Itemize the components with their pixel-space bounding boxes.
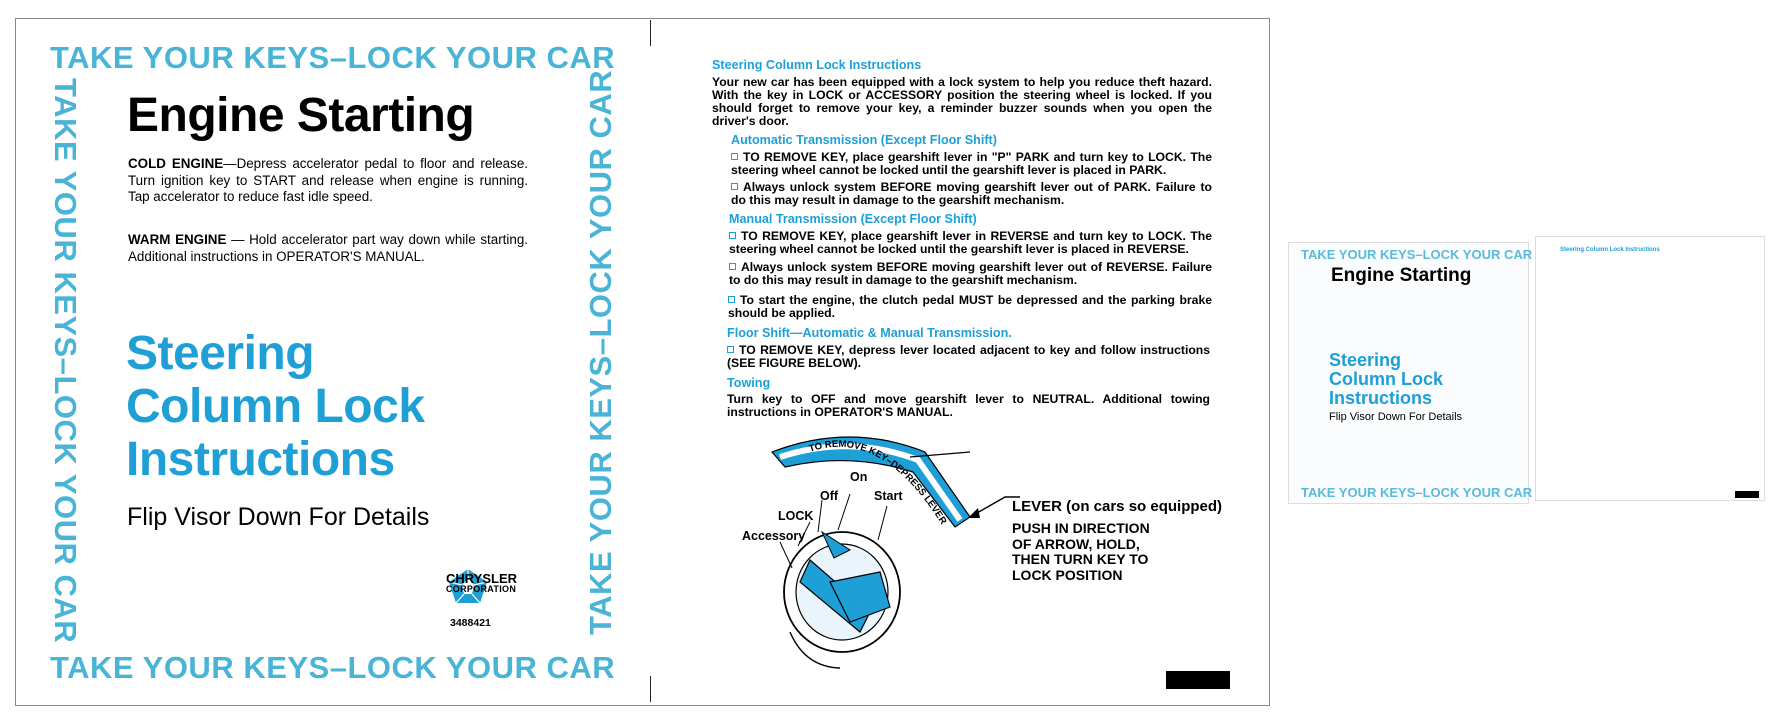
towing-heading: Towing	[727, 376, 771, 390]
bullet-icon	[729, 263, 736, 270]
figure-instr-3: THEN TURN KEY TO	[1012, 551, 1149, 567]
thumb-steer-title: Steering Column Lock Instructions	[1329, 351, 1443, 408]
thumb-right-heading: Steering Column Lock Instructions	[1560, 247, 1660, 253]
thumb-border-bottom: TAKE YOUR KEYS–LOCK YOUR CAR	[1301, 485, 1533, 500]
automatic-item-1-text: TO REMOVE KEY, place gearshift lever in …	[731, 150, 1212, 177]
thumbnail-preview: TAKE YOUR KEYS–LOCK YOUR CAR TAKE YOUR K…	[1288, 236, 1765, 504]
cold-engine-paragraph: COLD ENGINE—Depress accelerator pedal to…	[128, 156, 528, 206]
right-heading: Steering Column Lock Instructions	[712, 58, 922, 72]
manual-item-3-text: To start the engine, the clutch pedal MU…	[728, 293, 1212, 320]
figure-lever-label: LEVER (on cars so equipped)	[1012, 498, 1223, 515]
automatic-heading: Automatic Transmission (Except Floor Shi…	[731, 133, 997, 147]
bullet-icon	[727, 346, 734, 353]
figure-instr-1: PUSH IN DIRECTION	[1012, 520, 1150, 536]
manual-heading: Manual Transmission (Except Floor Shift)	[729, 212, 977, 226]
warm-engine-text: — Hold accelerator part way down while s…	[128, 232, 528, 264]
thumbnail-black-bar	[1735, 491, 1759, 498]
automatic-item-1: TO REMOVE KEY, place gearshift lever in …	[731, 151, 1212, 177]
towing-paragraph: Turn key to OFF and move gearshift lever…	[727, 392, 1210, 419]
bullet-icon	[731, 153, 738, 160]
thumbnail-right-panel: Steering Column Lock Instructions	[1535, 236, 1765, 501]
steer-title-line-1: Steering	[126, 327, 315, 380]
logo-line-2: CORPORATION	[446, 584, 517, 594]
manual-item-1-text: TO REMOVE KEY, place gearshift lever in …	[729, 229, 1212, 256]
chrysler-pentastar-icon	[448, 569, 488, 604]
fold-tick-bottom	[650, 676, 651, 702]
manual-item-2-text: Always unlock system BEFORE moving gears…	[729, 260, 1212, 287]
border-text-right: TAKE YOUR KEYS–LOCK YOUR CAR	[583, 69, 618, 635]
flip-visor-text: Flip Visor Down For Details	[127, 503, 430, 531]
figure-label-lock: LOCK	[778, 509, 814, 523]
ignition-lock-figure: TO REMOVE KEY–DEPRESS LEVER, TURN KEY	[730, 432, 1020, 669]
part-number: 3488421	[450, 617, 491, 629]
visor-card-sheet	[15, 18, 1270, 706]
bullet-icon	[731, 183, 738, 190]
figure-instructions: PUSH IN DIRECTION OF ARROW, HOLD, THEN T…	[1012, 520, 1150, 583]
warm-engine-label: WARM ENGINE	[128, 232, 227, 247]
fold-tick-top	[650, 20, 651, 46]
thumb-flip-text: Flip Visor Down For Details	[1329, 411, 1463, 423]
steering-lock-title: Steering Column Lock Instructions	[126, 327, 425, 486]
thumb-steer-line-1: Steering	[1329, 350, 1402, 370]
thumbnail-left-panel: TAKE YOUR KEYS–LOCK YOUR CAR TAKE YOUR K…	[1288, 242, 1533, 504]
figure-label-on: On	[850, 470, 868, 484]
figure-instr-4: LOCK POSITION	[1012, 566, 1123, 583]
floor-shift-item-1: TO REMOVE KEY, depress lever located adj…	[727, 344, 1210, 370]
manual-item-3: To start the engine, the clutch pedal MU…	[728, 294, 1212, 320]
thumb-steer-line-3: Instructions	[1329, 388, 1433, 408]
steer-title-line-2: Column Lock	[126, 380, 425, 433]
figure-arc-text: TO REMOVE KEY–DEPRESS LEVER, TURN KEY	[730, 432, 949, 527]
figure-label-start: Start	[874, 489, 903, 503]
figure-label-off: Off	[820, 489, 839, 503]
bullet-icon	[729, 232, 736, 239]
svg-text:TO REMOVE KEY–DEPRESS LEVER, T: TO REMOVE KEY–DEPRESS LEVER, TURN KEY	[730, 432, 949, 527]
manual-item-1: TO REMOVE KEY, place gearshift lever in …	[729, 230, 1212, 256]
automatic-item-2-text: Always unlock system BEFORE moving gears…	[731, 180, 1212, 207]
figure-label-accessory: Accessory	[742, 529, 806, 543]
floor-shift-item-1-text: TO REMOVE KEY, depress lever located adj…	[727, 343, 1210, 370]
black-registration-bar	[1166, 671, 1230, 689]
warm-engine-paragraph: WARM ENGINE — Hold accelerator part way …	[128, 232, 528, 265]
chrysler-logo-text: CHRYSLER CORPORATION	[446, 571, 518, 595]
floor-shift-heading: Floor Shift—Automatic & Manual Transmiss…	[727, 326, 1012, 340]
figure-instr-2: OF ARROW, HOLD,	[1012, 535, 1140, 552]
border-text-bottom: TAKE YOUR KEYS–LOCK YOUR CAR	[50, 650, 616, 685]
intro-paragraph: Your new car has been equipped with a lo…	[712, 75, 1212, 128]
thumb-steer-line-2: Column Lock	[1329, 369, 1444, 389]
engine-starting-title: Engine Starting	[127, 89, 475, 142]
automatic-item-2: Always unlock system BEFORE moving gears…	[731, 181, 1212, 207]
border-text-left: TAKE YOUR KEYS–LOCK YOUR CAR	[48, 78, 83, 644]
border-text-top: TAKE YOUR KEYS–LOCK YOUR CAR	[50, 40, 616, 75]
logo-line-1: CHRYSLER	[446, 571, 518, 586]
manual-item-2: Always unlock system BEFORE moving gears…	[729, 261, 1212, 287]
steer-title-line-3: Instructions	[126, 433, 395, 486]
bullet-icon	[728, 296, 735, 303]
fold-line	[650, 20, 651, 702]
cold-engine-text: —Depress accelerator pedal to floor and …	[128, 156, 528, 204]
thumb-engine-title: Engine Starting	[1331, 265, 1472, 286]
thumb-border-top: TAKE YOUR KEYS–LOCK YOUR CAR	[1301, 247, 1533, 262]
cold-engine-label: COLD ENGINE	[128, 156, 224, 171]
